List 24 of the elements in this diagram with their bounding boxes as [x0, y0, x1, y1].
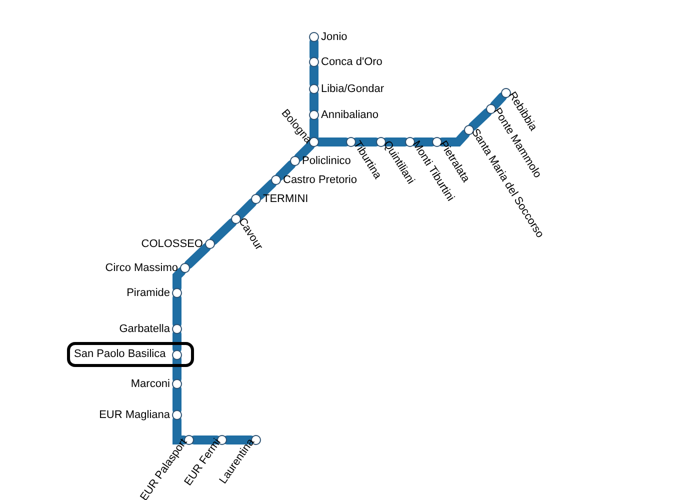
highlight-box [67, 342, 194, 367]
station-name: Castro Pretorio [283, 174, 357, 187]
track-line [255, 178, 277, 200]
track-line [235, 198, 257, 220]
station-name: Libia/Gondar [321, 82, 384, 96]
track-line [209, 218, 237, 245]
track-line [438, 129, 470, 146]
track-line [490, 92, 508, 110]
station-name: Policlinico [302, 154, 351, 168]
station-name: Jonio [321, 30, 348, 44]
track-line [294, 141, 315, 162]
station-name: San Paolo Basilica [74, 347, 166, 362]
station-name: Marconi [130, 377, 170, 391]
station-name: COLOSSEO [141, 237, 203, 251]
station-name: TERMINI [263, 192, 308, 206]
station-name: Garbatella [119, 322, 170, 336]
track-line [275, 160, 296, 181]
station-name: Piramide [126, 286, 170, 300]
station-name: EUR Magliana [99, 408, 170, 422]
station-name: Conca d'Oro [321, 55, 382, 69]
station-name: Annibaliano [321, 108, 378, 122]
track-line [184, 243, 211, 269]
station-name: Circo Massimo [105, 261, 178, 275]
track-line [468, 108, 492, 131]
